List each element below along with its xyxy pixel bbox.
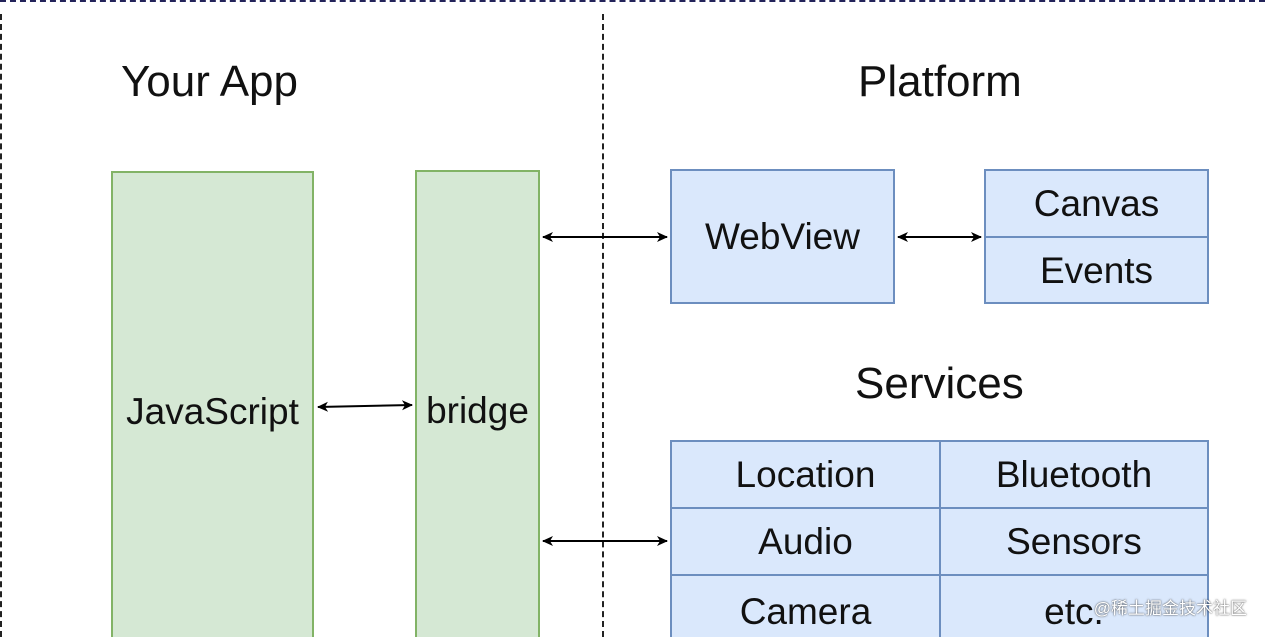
events-label: Events (1039, 249, 1154, 291)
service-camera-label: Camera (739, 591, 872, 632)
service-sensors-label: Sensors (1006, 521, 1142, 562)
services-heading: Services (855, 359, 1024, 408)
platform-heading: Platform (858, 57, 1022, 106)
service-bluetooth-label: Bluetooth (995, 454, 1153, 495)
service-audio-label: Audio (758, 521, 853, 562)
bridge-label: bridge (426, 390, 529, 431)
events-block: Events (984, 236, 1209, 304)
service-cell: Sensors (939, 507, 1209, 576)
webview-block: WebView (670, 169, 895, 304)
service-cell: Bluetooth (939, 440, 1209, 509)
bridge-block: bridge (415, 170, 540, 637)
canvas-label: Canvas (1033, 183, 1160, 224)
service-cell: Location (670, 440, 941, 509)
javascript-bridge-arrow (317, 400, 413, 412)
left-boundary-line (0, 14, 2, 637)
webview-label: WebView (705, 216, 860, 257)
javascript-label: JavaScript (126, 390, 299, 432)
your-app-heading: Your App (121, 57, 298, 106)
service-cell: etc. (939, 574, 1209, 637)
service-etc-label: etc. (1044, 591, 1104, 632)
diagram-top-border (0, 0, 1265, 2)
javascript-block: JavaScript (111, 171, 314, 637)
app-platform-divider (602, 14, 604, 637)
canvas-block: Canvas (984, 169, 1209, 238)
service-cell: Audio (670, 507, 941, 576)
service-location-label: Location (735, 454, 876, 495)
watermark-text: @稀土掘金技术社区 (1093, 599, 1247, 618)
service-cell: Camera (670, 574, 941, 637)
